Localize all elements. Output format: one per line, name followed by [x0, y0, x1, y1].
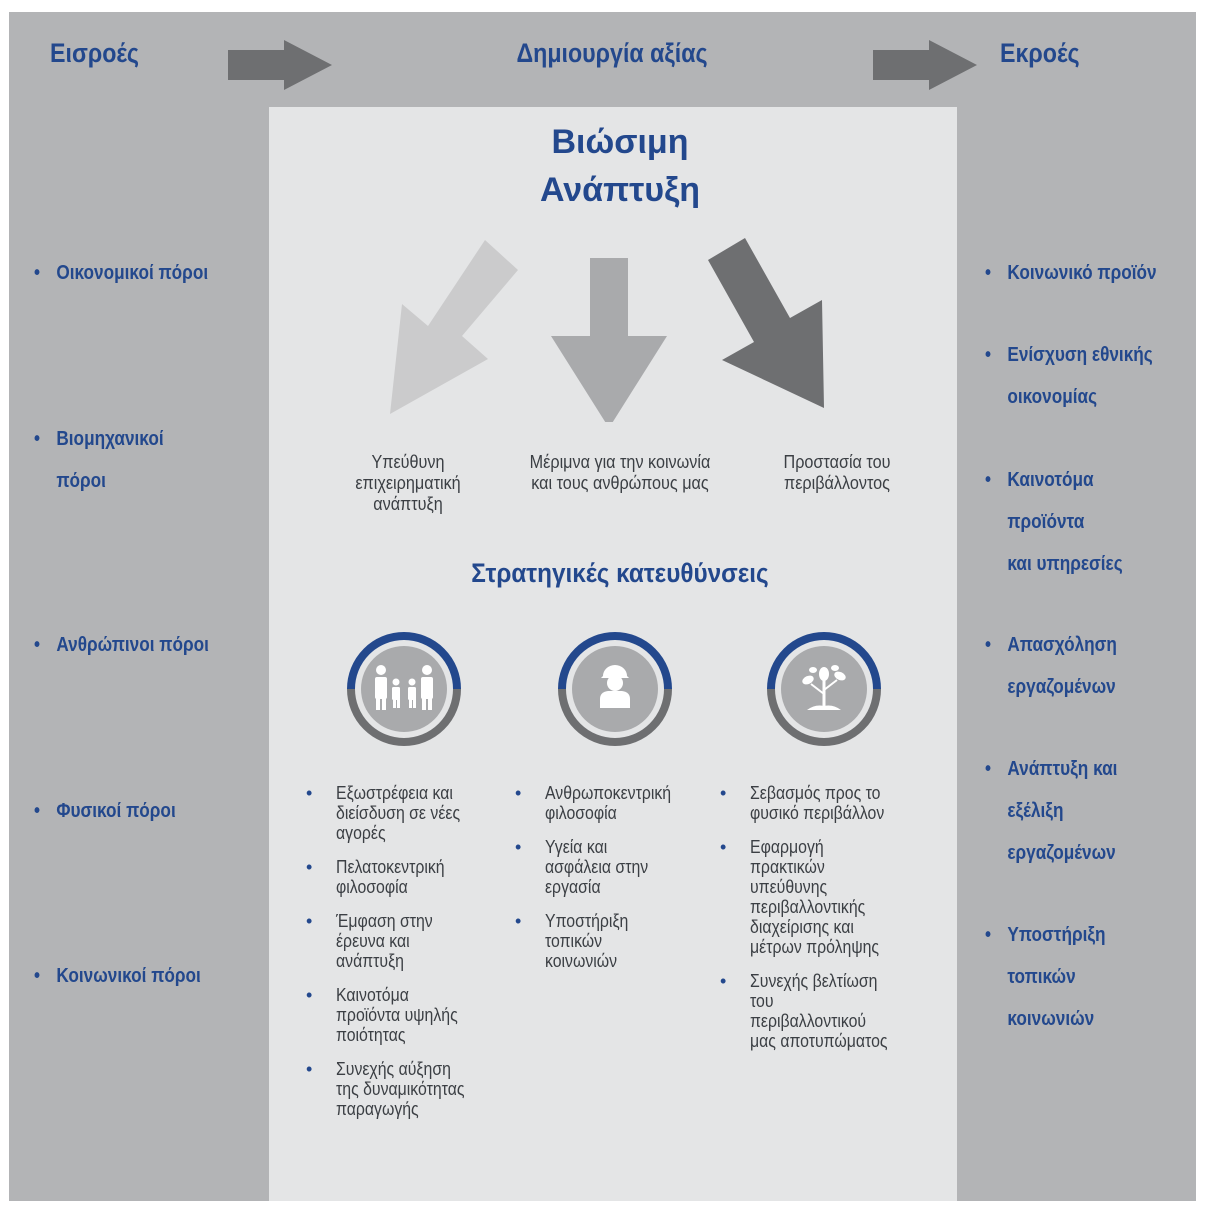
- input-label: Ανθρώπινοι πόροι: [56, 634, 209, 656]
- list-item: Συνεχής αύξηση της δυναμικότητας παραγωγ…: [306, 1059, 506, 1119]
- output-label: Απασχόληση εργαζομένων: [1007, 634, 1117, 698]
- list-item: Υποστήριξη τοπικών κοινωνιών: [515, 911, 715, 971]
- business-directions-list: Εξωστρέφεια και διείσδυση σε νέες αγορές…: [306, 783, 506, 1133]
- list-item: Υγεία και ασφάλεια στην εργασία: [515, 837, 715, 897]
- list-item: •Ανθρώπινοι πόροι: [34, 634, 209, 656]
- input-label: Κοινωνικοί πόροι: [56, 965, 201, 987]
- list-item: Έμφαση στην έρευνα και ανάπτυξη: [306, 911, 506, 971]
- list-item: Συνεχής βελτίωση του περιβαλλοντικού μας…: [720, 971, 940, 1051]
- input-label: Βιομηχανικοί πόροι: [56, 428, 164, 492]
- list-item: •Οικονομικοί πόροι: [34, 262, 209, 284]
- list-item: •Υποστήριξη τοπικών κοινωνιών: [985, 914, 1106, 1040]
- inputs-heading: Εισροές: [50, 38, 139, 68]
- value-creation-heading: Δημιουργία αξίας: [516, 38, 708, 68]
- input-label: Φυσικοί πόροι: [56, 800, 176, 822]
- list-item: •Βιομηχανικοί πόροι: [34, 418, 164, 502]
- list-item: Πελατοκεντρική φιλοσοφία: [306, 857, 506, 897]
- output-label: Ενίσχυση εθνικής οικονομίας: [1007, 344, 1153, 408]
- pillar-label-business: Υπεύθυνη επιχειρηματική ανάπτυξη: [355, 452, 461, 514]
- list-item: Εφαρμογή πρακτικών υπεύθυνης περιβαλλοντ…: [720, 837, 940, 957]
- output-label: Κοινωνικό προϊόν: [1007, 262, 1157, 284]
- list-item: •Καινοτόμα προϊόντα και υπηρεσίες: [985, 459, 1123, 585]
- output-label: Καινοτόμα προϊόντα και υπηρεσίες: [1007, 469, 1123, 575]
- list-item: •Απασχόληση εργαζομένων: [985, 624, 1117, 708]
- list-item: •Φυσικοί πόροι: [34, 800, 176, 822]
- output-label: Ανάπτυξη και εξέλιξη εργαζομένων: [1007, 758, 1118, 864]
- pillar-arrows: [390, 238, 824, 422]
- list-item: •Κοινωνικό προϊόν: [985, 262, 1157, 284]
- worker-helmet-icon: [558, 632, 672, 746]
- right-arrow-icon: [873, 40, 977, 90]
- list-item: •Ανάπτυξη και εξέλιξη εργαζομένων: [985, 748, 1117, 874]
- list-item: •Κοινωνικοί πόροι: [34, 965, 201, 987]
- list-item: Ανθρωποκεντρική φιλοσοφία: [515, 783, 715, 823]
- plant-hand-icon: [767, 632, 881, 746]
- strategic-directions-title: Στρατηγικές κατευθύνσεις: [471, 558, 769, 588]
- output-label: Υποστήριξη τοπικών κοινωνιών: [1007, 924, 1106, 1030]
- environment-directions-list: Σεβασμός προς το φυσικό περιβάλλον Εφαρμ…: [720, 783, 940, 1065]
- outputs-heading: Εκροές: [1000, 38, 1080, 68]
- down-left-arrow-icon: [390, 240, 518, 414]
- list-item: Καινοτόμα προϊόντα υψηλής ποιότητας: [306, 985, 506, 1045]
- pillar-label-environment: Προστασία του περιβάλλοντος: [783, 452, 891, 493]
- pillar-label-society: Μέριμνα για την κοινωνία και τους ανθρώπ…: [529, 452, 711, 493]
- down-arrow-icon: [551, 258, 667, 422]
- list-item: •Ενίσχυση εθνικής οικονομίας: [985, 334, 1153, 418]
- list-item: Σεβασμός προς το φυσικό περιβάλλον: [720, 783, 940, 823]
- society-directions-list: Ανθρωποκεντρική φιλοσοφία Υγεία και ασφά…: [515, 783, 715, 985]
- down-right-arrow-icon: [708, 238, 824, 408]
- list-item: Εξωστρέφεια και διείσδυση σε νέες αγορές: [306, 783, 506, 843]
- sustainable-development-title: Βιώσιμη Ανάπτυξη: [539, 123, 700, 209]
- input-label: Οικονομικοί πόροι: [56, 262, 209, 284]
- right-arrow-icon: [228, 40, 332, 90]
- family-icon: [347, 632, 461, 746]
